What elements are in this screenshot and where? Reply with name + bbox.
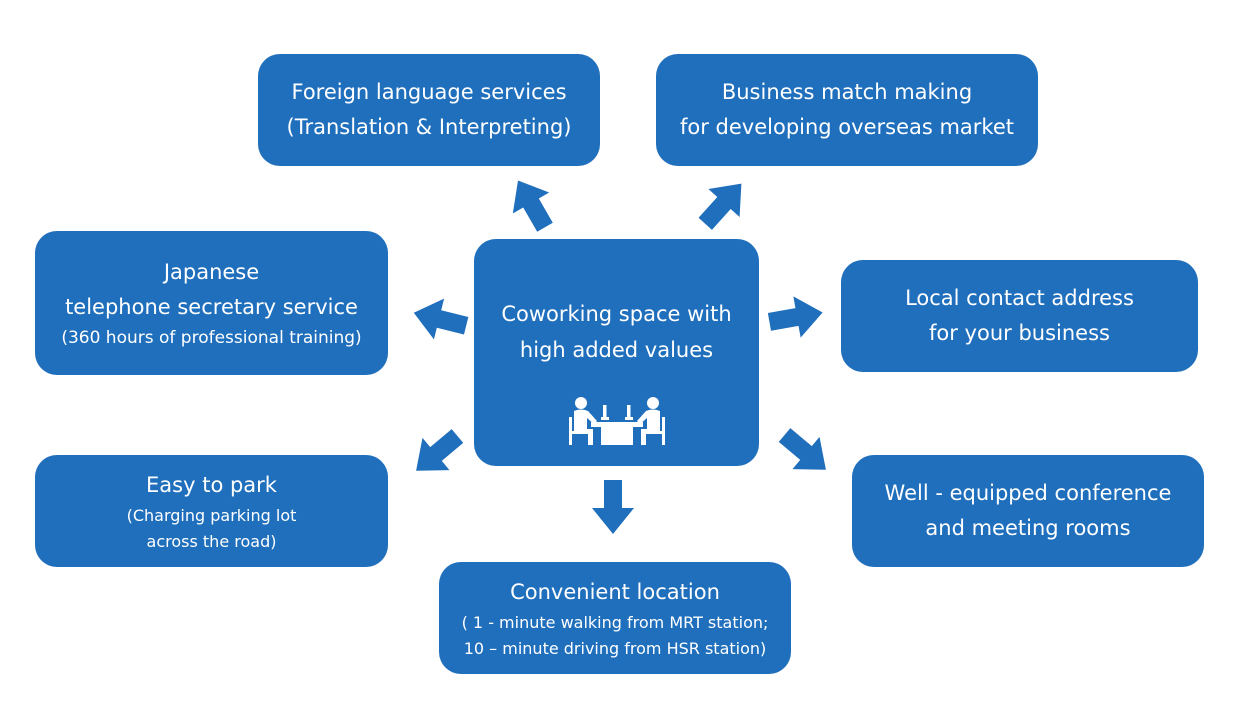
service-title: Local contact address: [905, 286, 1134, 310]
arrow-to-conference: [778, 428, 826, 470]
service-title: Well - equipped conference: [884, 481, 1172, 505]
center-title-line-2: high added values: [519, 338, 714, 362]
service-local-contact-address: Local contact address for your business: [841, 260, 1198, 372]
center-coworking-space: Coworking space with high added values: [474, 239, 759, 466]
service-business-matchmaking: Business match making for developing ove…: [656, 54, 1038, 166]
service-title: Business match making: [721, 80, 973, 104]
service-detail: for your business: [929, 321, 1110, 345]
service-subtitle: telephone secretary service: [65, 294, 358, 319]
coworking-desk-icon: [568, 397, 665, 445]
service-title: Japanese: [163, 259, 260, 284]
service-detail-line-1: (Charging parking lot: [126, 505, 297, 525]
service-easy-parking: Easy to park (Charging parking lot acros…: [35, 455, 388, 567]
arrow-to-japanese: [413, 298, 469, 340]
service-title: Foreign language services: [291, 80, 567, 104]
service-detail-line-2: across the road): [146, 531, 277, 551]
arrow-to-park: [416, 429, 464, 471]
arrow-to-business: [698, 183, 742, 230]
service-title: Convenient location: [510, 579, 720, 604]
service-title: Easy to park: [146, 472, 277, 497]
service-detail: and meeting rooms: [925, 516, 1131, 540]
service-detail: for developing overseas market: [679, 115, 1014, 139]
service-detail-line-1: ( 1 - minute walking from MRT station;: [461, 612, 769, 632]
center-title-line-1: Coworking space with: [501, 302, 732, 326]
arrow-to-foreign: [512, 180, 553, 232]
service-detail: (360 hours of professional training): [61, 327, 362, 348]
arrow-to-location: [592, 480, 634, 534]
service-foreign-language: Foreign language services (Translation &…: [258, 54, 600, 166]
arrow-to-local: [767, 296, 823, 338]
service-detail-line-2: 10 – minute driving from HSR station): [463, 638, 767, 658]
service-detail: (Translation & Interpreting): [286, 115, 572, 139]
service-conference-rooms: Well - equipped conference and meeting r…: [852, 455, 1204, 567]
service-telephone-secretary: Japanese telephone secretary service (36…: [35, 231, 388, 375]
service-convenient-location: Convenient location ( 1 - minute walking…: [439, 562, 791, 674]
